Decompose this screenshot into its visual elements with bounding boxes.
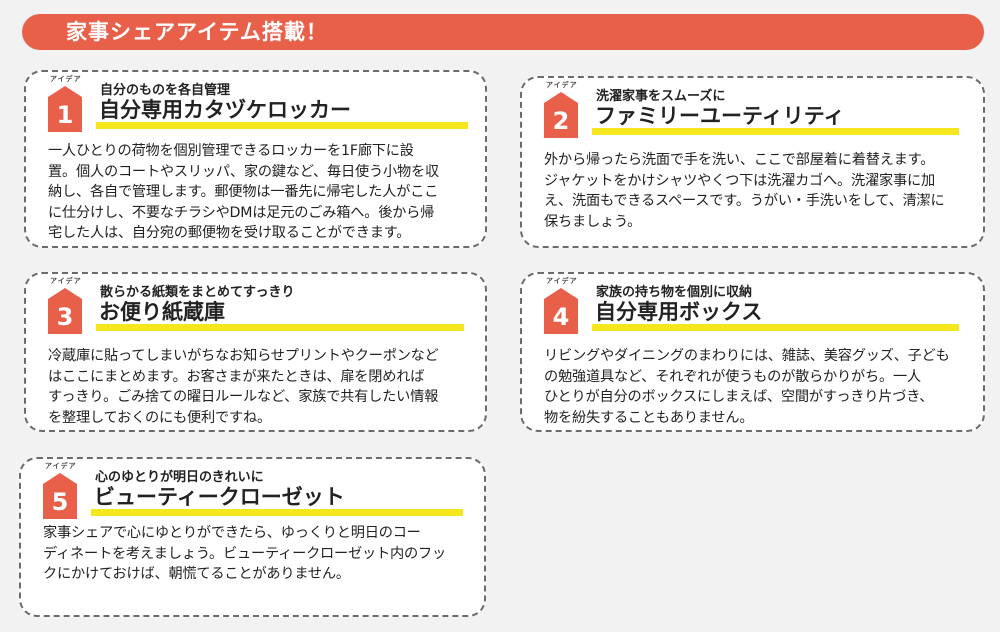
- item-card-3: アイデア 3 散らかる紙類をまとめてすっきり お便り紙蔵庫 冷蔵庫に貼ってしまい…: [24, 272, 487, 432]
- item-title: 自分専用カタヅケロッカー: [96, 97, 468, 129]
- item-description: 冷蔵庫に貼ってしまいがちなお知らせプリントやクーポンなど はここにまとめます。お…: [48, 348, 439, 426]
- item-description: 家事シェアで心にゆとりができたら、ゆっくりと明日のコー ディネートを考えましょう…: [43, 525, 446, 582]
- item-subtitle: 洗濯家事をスムーズに: [596, 89, 726, 104]
- house-number-icon: 2: [544, 92, 578, 138]
- item-card-4: アイデア 4 家族の持ち物を個別に収納 自分専用ボックス リビングやダイニングの…: [520, 272, 985, 432]
- house-number-icon: 4: [544, 288, 578, 334]
- item-subtitle: 心のゆとりが明日のきれいに: [95, 470, 264, 485]
- section-banner: 家事シェアアイテム搭載！: [22, 14, 984, 50]
- house-number-icon: 3: [48, 288, 82, 334]
- idea-label: アイデア: [50, 75, 82, 83]
- idea-label: アイデア: [50, 277, 82, 285]
- item-subtitle: 自分のものを各自管理: [100, 83, 231, 98]
- idea-label: アイデア: [45, 462, 77, 470]
- item-description: リビングやダイニングのまわりには、雑誌、美容グッズ、子ども の勉強道具など、それ…: [544, 348, 950, 426]
- item-title: ファミリーユーティリティ: [592, 103, 959, 135]
- idea-label: アイデア: [546, 81, 578, 89]
- item-card-1: アイデア 1 自分のものを各自管理 自分専用カタヅケロッカー 一人ひとりの荷物を…: [24, 70, 487, 248]
- banner-title: 家事シェアアイテム搭載！: [66, 20, 328, 44]
- item-description: 外から帰ったら洗面で手を洗い、ここで部屋着に着替えます。 ジャケットをかけシャツ…: [544, 152, 945, 230]
- item-title: お便り紙蔵庫: [96, 299, 464, 331]
- item-title: ビューティークローゼット: [91, 484, 463, 516]
- item-title: 自分専用ボックス: [592, 299, 959, 331]
- idea-label: アイデア: [546, 277, 578, 285]
- house-number-icon: 1: [48, 86, 82, 132]
- item-subtitle: 散らかる紙類をまとめてすっきり: [100, 285, 295, 300]
- item-card-2: アイデア 2 洗濯家事をスムーズに ファミリーユーティリティ 外から帰ったら洗面…: [520, 76, 985, 248]
- house-number-icon: 5: [43, 473, 77, 519]
- item-card-5: アイデア 5 心のゆとりが明日のきれいに ビューティークローゼット 家事シェアで…: [19, 457, 486, 617]
- item-description: 一人ひとりの荷物を個別管理できるロッカーを1F廊下に設 置。個人のコートやスリッ…: [48, 143, 439, 241]
- item-subtitle: 家族の持ち物を個別に収納: [596, 285, 753, 300]
